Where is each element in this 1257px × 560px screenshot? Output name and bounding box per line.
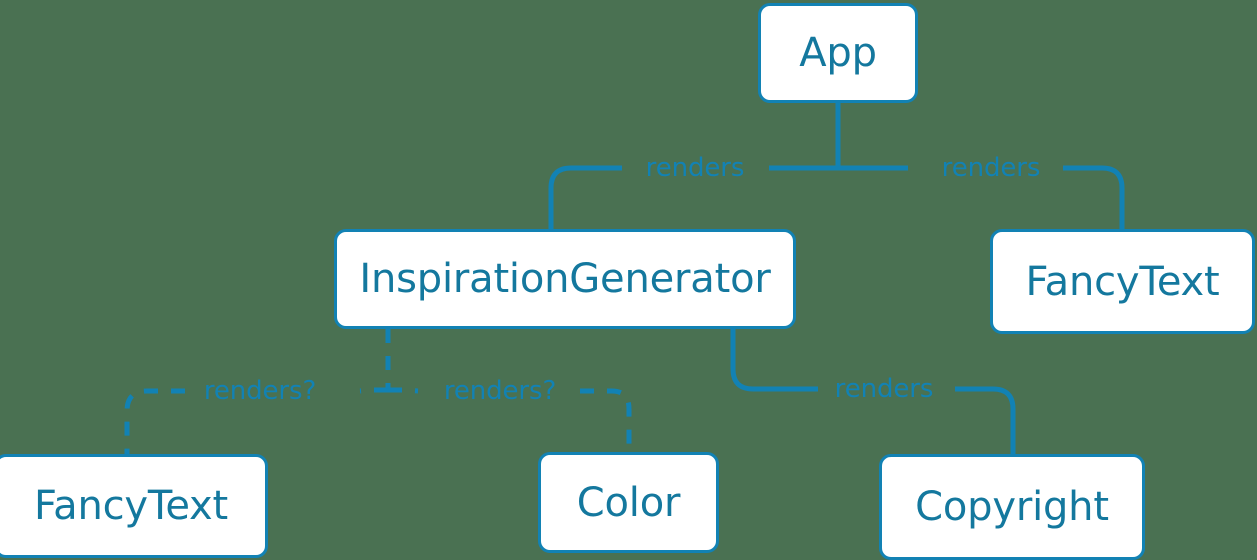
node-inspiration-generator-label: InspirationGenerator bbox=[359, 256, 771, 302]
node-app[interactable]: App bbox=[758, 3, 918, 103]
node-inspiration-generator[interactable]: InspirationGenerator bbox=[334, 229, 796, 329]
node-fancytext-right[interactable]: FancyText bbox=[990, 229, 1255, 334]
edge-label-inspiration-generator-to-color: renders? bbox=[443, 376, 557, 406]
edge-label-inspiration-generator-to-fancytext-bottom: renders? bbox=[203, 376, 317, 406]
edge-inspiration-generator-to-color-left-seg bbox=[388, 387, 419, 394]
edge-app-to-fancytext-right-right-seg bbox=[1063, 165, 1125, 229]
edge-inspiration-generator-to-fancytext-bottom-left-seg bbox=[124, 388, 185, 454]
edge-label-inspiration-generator-to-copyright: renders bbox=[834, 374, 934, 404]
edge-inspiration-generator-to-fancytext-bottom-right-seg bbox=[359, 387, 388, 394]
node-fancytext-right-label: FancyText bbox=[1025, 258, 1220, 305]
edge-inspiration-generator-to-color-right-seg bbox=[580, 388, 632, 452]
node-fancytext-bottom-label: FancyText bbox=[34, 483, 228, 529]
edge-inspiration-generator-to-copyright-left-seg bbox=[730, 329, 818, 392]
node-color-label: Color bbox=[576, 479, 681, 526]
node-copyright-label: Copyright bbox=[915, 484, 1109, 530]
edge-label-app-to-inspiration-generator: renders bbox=[645, 153, 745, 183]
node-fancytext-bottom[interactable]: FancyText bbox=[0, 454, 268, 558]
node-color[interactable]: Color bbox=[538, 452, 719, 553]
edge-app-to-inspiration-generator-left-seg bbox=[548, 165, 622, 229]
node-app-label: App bbox=[799, 30, 877, 76]
edge-label-app-to-fancytext-right: renders bbox=[941, 153, 1041, 183]
edge-inspiration-generator-to-copyright-right-seg bbox=[955, 386, 1016, 454]
node-copyright[interactable]: Copyright bbox=[879, 454, 1145, 560]
